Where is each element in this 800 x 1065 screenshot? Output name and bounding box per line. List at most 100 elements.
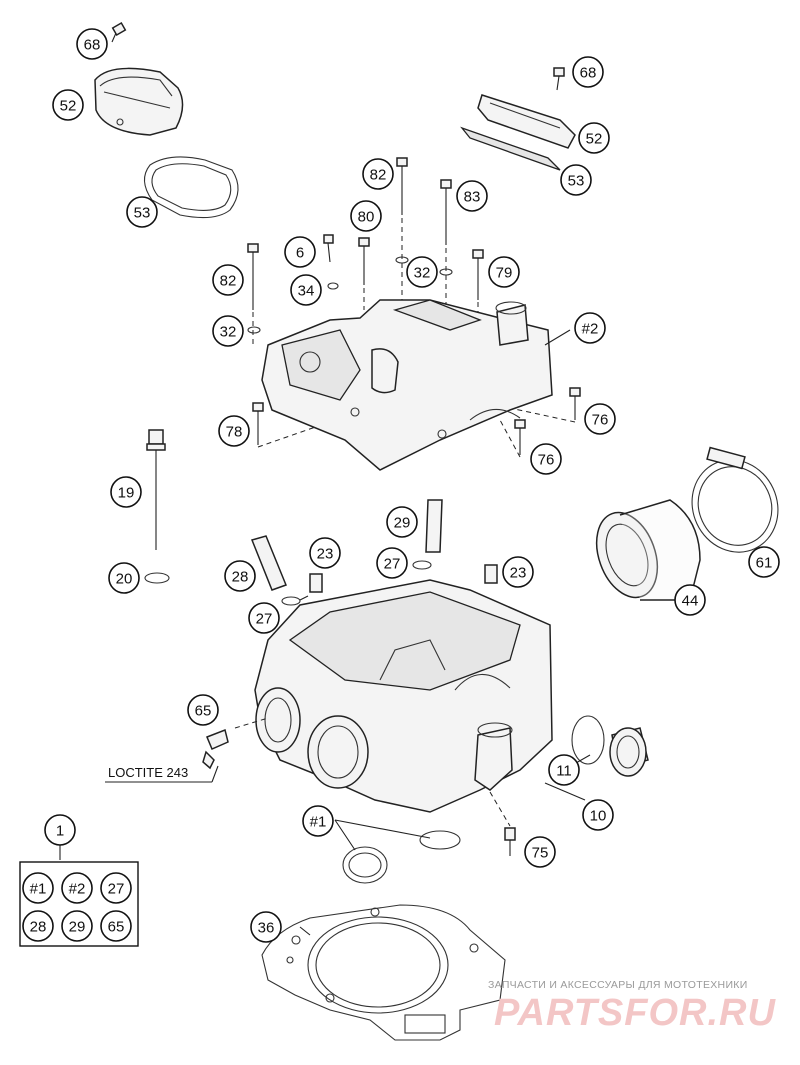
callout-6: 6	[284, 236, 316, 268]
intake-manifold-44	[595, 499, 701, 601]
callout-52b: 52	[578, 122, 610, 154]
callout-number: 44	[682, 593, 699, 610]
callout-k2: #2	[61, 872, 93, 904]
callout-number: 82	[220, 273, 237, 290]
callout-32b: 32	[212, 315, 244, 347]
callout-number: 80	[358, 209, 375, 226]
callout-52a: 52	[52, 89, 84, 121]
callout-number: 61	[756, 555, 773, 572]
callout-61: 61	[748, 546, 780, 578]
stud-bolt-19	[144, 429, 170, 584]
camshaft-housing	[261, 299, 553, 471]
callout-circle	[488, 256, 520, 288]
callout-circle	[574, 312, 606, 344]
callout-circle	[126, 196, 158, 228]
callout-number: 23	[510, 565, 527, 582]
callout-19: 19	[110, 476, 142, 508]
callout-number: 36	[258, 920, 275, 937]
callout-1: 1	[44, 814, 76, 846]
callout-circle	[502, 556, 534, 588]
callout-number: 20	[116, 571, 133, 588]
callout-circle	[456, 180, 488, 212]
callout-number: 52	[60, 98, 77, 115]
callout-number: 82	[370, 167, 387, 184]
callout-circle	[584, 403, 616, 435]
callout-circle	[578, 122, 610, 154]
callout-circle	[22, 910, 54, 942]
callout-number: 53	[568, 173, 585, 190]
callout-number: #1	[30, 881, 47, 898]
callout-circle	[302, 805, 334, 837]
callout-34: 34	[290, 274, 322, 306]
callout-k3: 27	[100, 872, 132, 904]
callout-28: 28	[224, 560, 256, 592]
callout-68a: 68	[76, 28, 108, 60]
callout-number: 65	[108, 919, 125, 936]
dowel-pins	[309, 564, 498, 593]
callout-27b: 27	[248, 602, 280, 634]
callout-29: 29	[386, 506, 418, 538]
callout-76a: 76	[584, 403, 616, 435]
kit-box	[19, 861, 139, 947]
callout-number: 32	[220, 324, 237, 341]
callout-circle	[224, 560, 256, 592]
callout-75: 75	[524, 836, 556, 868]
gasket-53-left	[143, 156, 239, 219]
loctite-label: LOCTITE 243	[108, 765, 188, 780]
callout-circle	[250, 911, 282, 943]
callout-k5: 29	[61, 910, 93, 942]
callout-circle	[524, 836, 556, 868]
callout-number: 68	[580, 65, 597, 82]
callout-circle	[100, 910, 132, 942]
callout-number: 29	[69, 919, 86, 936]
callout-circle	[108, 562, 140, 594]
callout-number: 79	[496, 265, 513, 282]
callout-circle	[284, 236, 316, 268]
callout-number: 27	[384, 556, 401, 573]
callout-circle	[406, 256, 438, 288]
callout-circle	[572, 56, 604, 88]
callout-44: 44	[674, 584, 706, 616]
callout-circle	[560, 164, 592, 196]
callout-79: 79	[488, 256, 520, 288]
callout-53a: 53	[126, 196, 158, 228]
callout-82a: 82	[362, 158, 394, 190]
callout-number: 19	[118, 485, 135, 502]
valve-cover-52-left	[94, 67, 184, 136]
callout-circle	[110, 476, 142, 508]
callout-number: #1	[310, 814, 327, 831]
head-gasket-36	[261, 904, 506, 1041]
callout-number: 28	[232, 569, 249, 586]
plug-65	[202, 717, 269, 770]
callout-78: 78	[218, 415, 250, 447]
callout-number: 28	[30, 919, 47, 936]
screw-68-left	[111, 22, 127, 43]
callout-circle	[530, 443, 562, 475]
loctite-leader	[211, 765, 219, 783]
hose-clamp-61	[691, 446, 779, 553]
bolts-upper	[247, 157, 581, 455]
callout-number: 23	[317, 546, 334, 563]
cylinder-head	[254, 579, 553, 813]
callout-circle	[290, 274, 322, 306]
callout-65: 65	[187, 694, 219, 726]
callout-number: 78	[226, 424, 243, 441]
callout-number: 27	[108, 881, 125, 898]
callout-circle	[548, 754, 580, 786]
callout-number: 1	[56, 823, 64, 840]
callout-circle	[376, 547, 408, 579]
callout-number: 27	[256, 611, 273, 628]
callout-circle	[362, 158, 394, 190]
callout-number: 6	[296, 245, 304, 262]
callout-number: 53	[134, 205, 151, 222]
callout-circle	[212, 264, 244, 296]
callout-number: 76	[592, 412, 609, 429]
callout-circle	[61, 910, 93, 942]
callout-circle	[386, 506, 418, 538]
callout-circle	[22, 872, 54, 904]
callout-k4: 28	[22, 910, 54, 942]
callout-number: 10	[590, 808, 607, 825]
callout-68b: 68	[572, 56, 604, 88]
callout-h1: #1	[302, 805, 334, 837]
